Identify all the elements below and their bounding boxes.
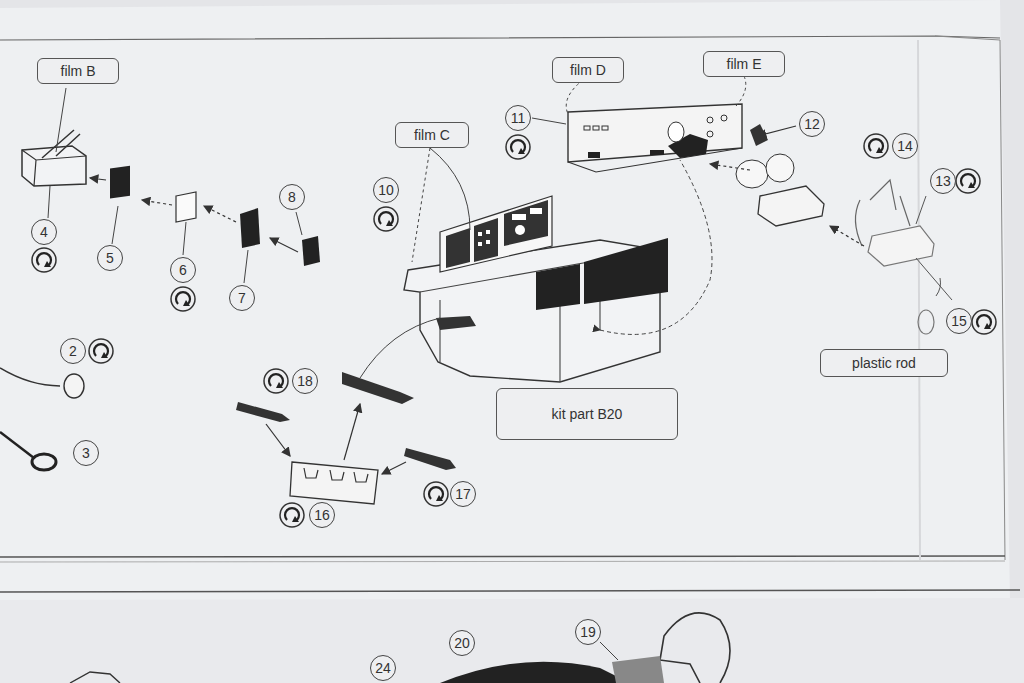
callout-text: 12 — [804, 116, 820, 132]
callout-text: 13 — [935, 173, 951, 189]
callout-text: 17 — [455, 486, 471, 502]
callout-text: 24 — [375, 660, 391, 676]
callout-number: 18 — [292, 368, 318, 394]
callout-text: 19 — [580, 624, 596, 640]
callout-text: 4 — [40, 224, 48, 240]
callout-text: 2 — [69, 343, 77, 359]
callout-number: 10 — [373, 177, 399, 203]
label-box: film C — [395, 122, 469, 148]
callout-text: 7 — [238, 290, 246, 306]
label-box: kit part B20 — [496, 388, 678, 440]
label-text: film E — [727, 56, 762, 72]
callout-text: 11 — [511, 110, 526, 126]
callout-text: 20 — [454, 635, 470, 651]
callout-number: 20 — [449, 630, 475, 656]
callout-text: 16 — [314, 507, 330, 523]
callout-number: 2 — [60, 338, 86, 364]
callout-number: 17 — [450, 481, 476, 507]
label-text: film B — [61, 63, 96, 79]
callout-text: 15 — [951, 313, 967, 329]
callout-number: 14 — [892, 133, 918, 159]
label-text: film C — [414, 127, 450, 143]
callout-number: 6 — [170, 257, 196, 283]
callout-text: 5 — [106, 250, 114, 266]
callout-text: 3 — [82, 445, 90, 461]
callout-number: 12 — [799, 111, 825, 137]
label-text: plastic rod — [852, 355, 916, 371]
callout-number: 4 — [31, 219, 57, 245]
callout-number: 3 — [73, 440, 99, 466]
label-box: film E — [703, 51, 785, 77]
label-box: film D — [552, 57, 624, 83]
callout-number: 24 — [370, 655, 396, 681]
label-box: plastic rod — [820, 349, 948, 377]
callout-text: 8 — [288, 189, 296, 205]
callout-number: 15 — [946, 308, 972, 334]
callout-number: 5 — [97, 245, 123, 271]
callout-text: 10 — [378, 182, 394, 198]
callout-text: 14 — [897, 138, 913, 154]
label-box: film B — [37, 58, 119, 84]
callout-text: 6 — [179, 262, 187, 278]
callout-number: 16 — [309, 502, 335, 528]
label-text: film D — [570, 62, 606, 78]
callout-number: 7 — [229, 285, 255, 311]
callout-text: 18 — [297, 373, 313, 389]
callout-number: 13 — [930, 168, 956, 194]
callout-number: 19 — [575, 619, 601, 645]
callout-number: 11 — [505, 105, 531, 131]
callout-number: 8 — [279, 184, 305, 210]
label-text: kit part B20 — [552, 406, 623, 422]
